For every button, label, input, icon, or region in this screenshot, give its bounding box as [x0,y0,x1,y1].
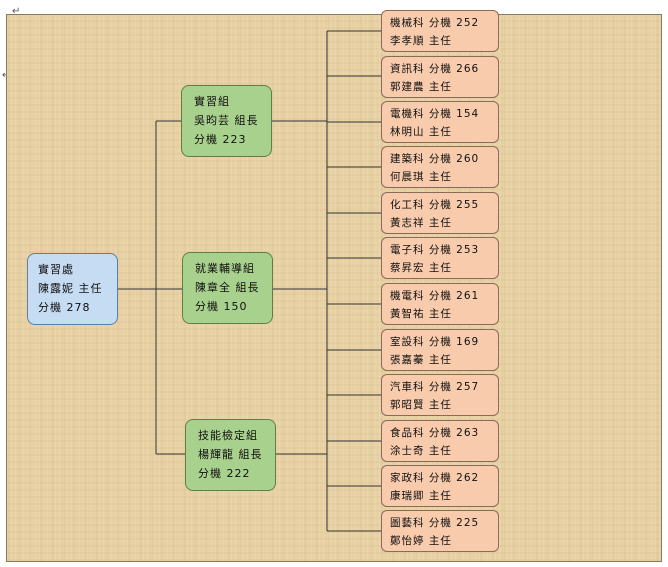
group-3-extension: 分機 222 [198,467,251,480]
dept-node-electrical: 電機科 分機 154 林明山 主任 [381,101,499,143]
dept-8-ext: 室設科 分機 169 [390,336,480,348]
dept-11-ext: 家政科 分機 262 [390,472,480,484]
group-node-employment-guidance: 就業輔導組 陳章全 組長 分機 150 [182,252,273,324]
dept-node-mechanical: 機械科 分機 252 李孝順 主任 [381,10,499,52]
root-name: 實習處 [38,263,74,276]
dept-1-ext: 機械科 分機 252 [390,17,480,29]
root-extension: 分機 278 [38,301,91,314]
dept-12-head: 鄭怡婷 主任 [390,535,452,547]
group-2-name: 就業輔導組 [195,262,255,275]
dept-7-head: 黃智祐 主任 [390,308,452,320]
dept-node-graphic-arts: 圖藝科 分機 225 鄭怡婷 主任 [381,510,499,552]
group-2-head: 陳章全 組長 [195,281,260,294]
dept-node-chemical: 化工科 分機 255 黃志祥 主任 [381,192,499,234]
dept-6-head: 蔡昇宏 主任 [390,262,452,274]
dept-node-electronics: 電子科 分機 253 蔡昇宏 主任 [381,237,499,279]
dept-5-head: 黃志祥 主任 [390,217,452,229]
dept-10-head: 涂士奇 主任 [390,445,452,457]
root-head: 陳露妮 主任 [38,282,103,295]
dept-11-head: 康瑞卿 主任 [390,490,452,502]
group-1-head: 吳昀芸 組長 [194,114,259,127]
paragraph-mark-top: ↵ [12,6,21,17]
dept-node-food: 食品科 分機 263 涂士奇 主任 [381,420,499,462]
dept-5-ext: 化工科 分機 255 [390,199,480,211]
dept-2-head: 郭建農 主任 [390,81,452,93]
group-3-head: 楊輝龍 組長 [198,448,263,461]
dept-node-interior-design: 室設科 分機 169 張嘉蓁 主任 [381,329,499,371]
dept-3-ext: 電機科 分機 154 [390,108,480,120]
dept-4-ext: 建築科 分機 260 [390,153,480,165]
root-node-internship-office: 實習處 陳露妮 主任 分機 278 [27,253,118,325]
dept-1-head: 李孝順 主任 [390,35,452,47]
group-3-name: 技能檢定組 [198,429,258,442]
group-2-extension: 分機 150 [195,300,248,313]
dept-4-head: 何晨琪 主任 [390,171,452,183]
dept-6-ext: 電子科 分機 253 [390,244,480,256]
dept-9-ext: 汽車科 分機 257 [390,381,480,393]
dept-node-information: 資訊科 分機 266 郭建農 主任 [381,56,499,98]
dept-node-automotive: 汽車科 分機 257 郭昭賢 主任 [381,374,499,416]
dept-9-head: 郭昭賢 主任 [390,399,452,411]
group-1-name: 實習組 [194,95,230,108]
dept-8-head: 張嘉蓁 主任 [390,354,452,366]
dept-node-home-economics: 家政科 分機 262 康瑞卿 主任 [381,465,499,507]
dept-12-ext: 圖藝科 分機 225 [390,517,480,529]
group-node-internship: 實習組 吳昀芸 組長 分機 223 [181,85,272,157]
group-node-skills-certification: 技能檢定組 楊輝龍 組長 分機 222 [185,419,276,491]
dept-3-head: 林明山 主任 [390,126,452,138]
dept-node-architecture: 建築科 分機 260 何晨琪 主任 [381,146,499,188]
dept-7-ext: 機電科 分機 261 [390,290,480,302]
group-1-extension: 分機 223 [194,133,247,146]
dept-2-ext: 資訊科 分機 266 [390,63,480,75]
dept-10-ext: 食品科 分機 263 [390,427,480,439]
dept-node-mechatronics: 機電科 分機 261 黃智祐 主任 [381,283,499,325]
